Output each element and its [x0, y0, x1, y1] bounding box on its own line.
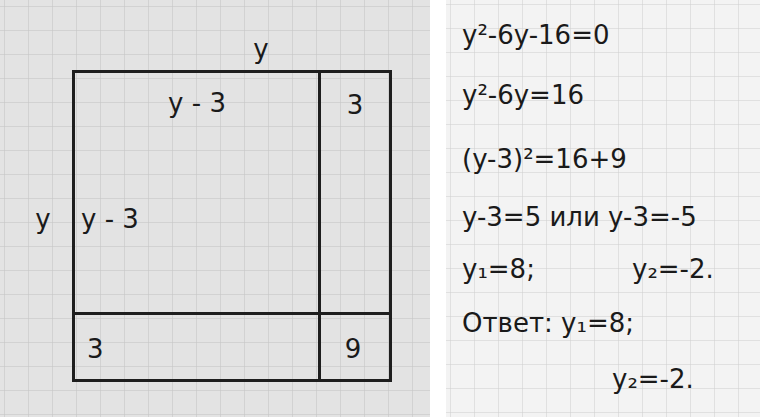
side-label: 3 — [347, 91, 364, 120]
square-region: y - 3 y - 3 — [75, 73, 321, 315]
side-label: 3 — [87, 335, 104, 364]
equation-line: y²-6y-16=0 — [462, 21, 609, 51]
paper-sheet — [0, 0, 430, 417]
equation-line: Ответ: y₁=8; — [462, 309, 634, 339]
grid — [446, 0, 760, 417]
side-label: y - 3 — [81, 205, 139, 234]
rectangle-region: 3 — [321, 73, 389, 315]
equation-line: y²-6y=16 — [462, 81, 584, 111]
square-region: 9 — [321, 315, 389, 379]
equation-line: y₂=-2. — [632, 255, 714, 285]
paper-sheet — [446, 0, 760, 417]
equation-line: y₂=-2. — [612, 365, 694, 395]
side-label: y — [253, 35, 268, 64]
equation-line: (y-3)²=16+9 — [462, 145, 627, 175]
equation-line: y-3=5 или y-3=-5 — [462, 203, 697, 233]
side-label: y — [35, 205, 50, 234]
outer-square: yyy - 3y - 3339 — [72, 70, 392, 382]
grid — [0, 0, 430, 417]
area-label: 9 — [345, 335, 362, 364]
side-label: y - 3 — [168, 89, 226, 118]
rectangle-region: 3 — [75, 315, 321, 379]
equation-line: y₁=8; — [462, 255, 535, 285]
